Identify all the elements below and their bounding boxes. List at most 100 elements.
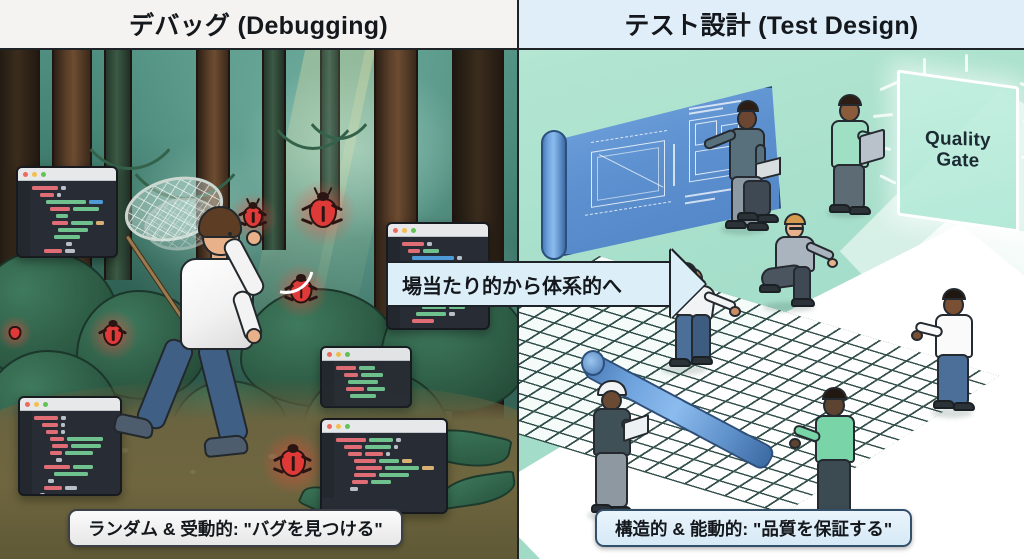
transition-arrow-label: 場当たり的から体系的へ	[402, 275, 622, 298]
pebble	[120, 448, 128, 453]
bug-head	[296, 274, 306, 282]
header-debugging: デバッグ (Debugging)	[0, 0, 517, 50]
bug-wing-split	[111, 329, 115, 342]
line-number-gutter	[322, 361, 334, 405]
person-shoe	[759, 284, 781, 293]
bug-head	[108, 320, 118, 327]
bug-icon	[262, 432, 324, 494]
bug-wing-split	[321, 205, 325, 222]
close-icon[interactable]	[23, 171, 28, 177]
person-shoe	[691, 356, 713, 365]
blueprint-label-line	[685, 197, 715, 205]
person-hair	[784, 213, 806, 225]
maximize-icon[interactable]	[41, 171, 46, 177]
header-test-design-title: テスト設計 (Test Design)	[624, 12, 919, 40]
vine	[296, 50, 382, 140]
person-legs	[817, 459, 851, 515]
maximize-icon[interactable]	[43, 401, 48, 407]
caption-debugging: ランダム & 受動的: "バグを見つける"	[68, 509, 403, 547]
quality-gate-line1: Quality	[925, 128, 991, 152]
gate-ray	[923, 58, 926, 76]
person-shadow	[827, 208, 867, 218]
code-window[interactable]	[320, 418, 448, 514]
line-number-gutter	[18, 181, 30, 256]
person-shoe	[737, 212, 759, 221]
bug-wing-split	[251, 211, 255, 224]
transition-arrow: 場当たり的から体系的へ	[386, 250, 705, 318]
person-hair	[838, 94, 862, 106]
window-titlebar	[322, 348, 410, 361]
person-hair-bun	[737, 100, 759, 112]
person-shoe	[747, 222, 769, 231]
caption-test-design-text: 構造的 & 能動的: "品質を保証する"	[615, 518, 893, 539]
bug-icon	[0, 316, 32, 350]
person-shoe	[791, 298, 815, 307]
person-shoe	[669, 358, 691, 367]
minimize-icon[interactable]	[336, 351, 341, 357]
minimize-icon[interactable]	[32, 171, 37, 177]
window-titlebar	[18, 168, 116, 181]
character-hand	[246, 230, 262, 246]
arrow-head-icon	[671, 250, 705, 318]
quality-gate-label: Quality Gate	[925, 128, 991, 172]
minimize-icon[interactable]	[34, 401, 39, 407]
minimize-icon[interactable]	[336, 423, 341, 429]
character-hair	[198, 206, 242, 238]
tablet-device[interactable]	[859, 128, 885, 166]
bug-head	[287, 444, 299, 453]
person-hand	[729, 306, 741, 317]
character-shoe-front	[203, 433, 249, 459]
code-window[interactable]	[18, 396, 122, 496]
person-legs	[743, 180, 771, 216]
minimize-icon[interactable]	[402, 227, 407, 233]
bug-icon	[88, 310, 138, 360]
person-leg	[691, 314, 711, 362]
code-body	[20, 411, 120, 494]
close-icon[interactable]	[327, 351, 332, 357]
line-number-gutter	[322, 433, 334, 498]
person-hand	[789, 438, 801, 449]
window-titlebar	[322, 420, 446, 433]
caption-test-design: 構造的 & 能動的: "品質を保証する"	[595, 509, 913, 547]
character-leg-front	[195, 337, 251, 447]
debugger-character	[112, 166, 316, 478]
person-hand	[911, 330, 923, 341]
person-legs	[595, 452, 628, 508]
bug-icon	[290, 180, 356, 246]
maximize-icon[interactable]	[411, 227, 416, 233]
quality-gate: Quality Gate	[897, 69, 1019, 233]
person-shoe	[757, 214, 779, 223]
person-legs	[937, 354, 969, 406]
close-icon[interactable]	[327, 423, 332, 429]
person-hand	[827, 258, 838, 268]
transition-arrow-body: 場当たり的から体系的へ	[386, 250, 705, 318]
code-window[interactable]	[16, 166, 118, 258]
person-partial-legs	[737, 180, 781, 236]
window-titlebar	[20, 398, 120, 411]
person-net-puller-right	[911, 284, 995, 422]
close-icon[interactable]	[25, 401, 30, 407]
blueprint-curl	[541, 130, 567, 260]
bug-wing-split	[299, 285, 303, 299]
caption-debugging-text: ランダム & 受動的: "バグを見つける"	[88, 518, 383, 539]
code-window[interactable]	[320, 346, 412, 408]
person-shoe	[953, 402, 975, 411]
maximize-icon[interactable]	[345, 351, 350, 357]
code-body	[322, 433, 446, 498]
maximize-icon[interactable]	[345, 423, 350, 429]
person-shadow	[661, 364, 707, 375]
header-debugging-title: デバッグ (Debugging)	[129, 12, 388, 40]
person-shoe	[933, 400, 955, 409]
person-net-kneeling	[759, 210, 845, 316]
person-shadow	[763, 302, 815, 312]
person-shoe	[829, 204, 851, 213]
rolled-blueprint-cap	[581, 350, 605, 376]
bug-head	[317, 192, 329, 201]
header-test-design: テスト設計 (Test Design)	[517, 0, 1024, 50]
vine	[258, 50, 368, 150]
bug-wing-split	[291, 456, 295, 472]
person-shadow	[721, 224, 765, 235]
close-icon[interactable]	[393, 227, 398, 233]
gate-ray	[965, 54, 968, 72]
